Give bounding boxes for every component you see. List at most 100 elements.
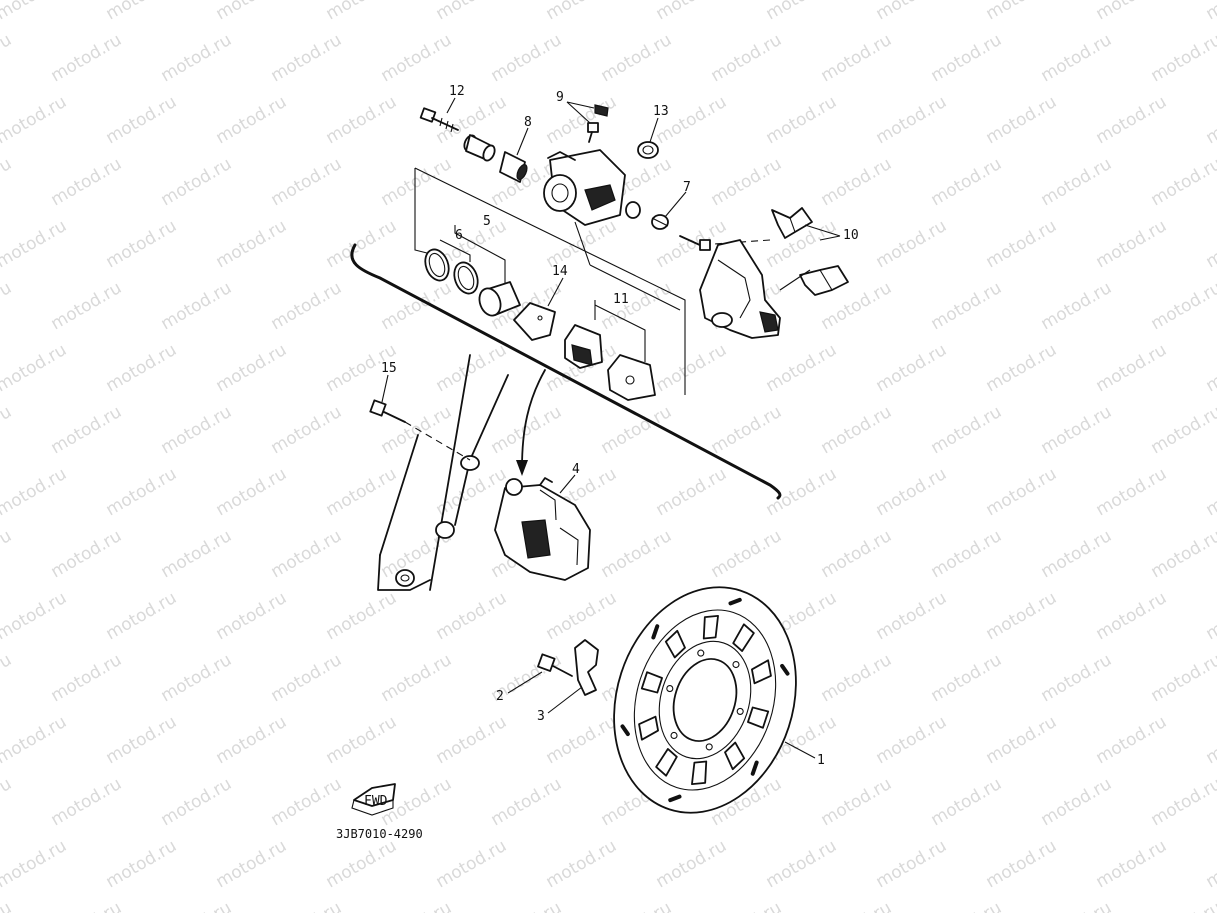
disc-vent-slot — [655, 748, 678, 777]
watermark-text: motod.ru — [1148, 526, 1217, 582]
disc-bolt-hole — [732, 660, 740, 669]
watermark-text: motod.ru — [708, 154, 786, 210]
callout-13: 13 — [653, 104, 669, 119]
watermark-text: motod.ru — [543, 588, 621, 644]
disc-vent-slot — [747, 706, 770, 729]
watermark-text: motod.ru — [1203, 340, 1217, 396]
watermark-text: motod.ru — [433, 712, 511, 768]
watermark-text: motod.ru — [378, 898, 456, 913]
watermark-text: motod.ru — [763, 836, 841, 892]
watermark-text: motod.ru — [103, 464, 181, 520]
watermark-text: motod.ru — [763, 0, 841, 24]
watermark-text: motod.ru — [0, 402, 15, 458]
watermark-text: motod.ru — [433, 588, 511, 644]
callout-4: 4 — [572, 462, 580, 477]
watermark-text: motod.ru — [0, 526, 15, 582]
watermark-text: motod.ru — [708, 898, 786, 913]
watermark-text: motod.ru — [213, 216, 291, 272]
disc-rim-slot — [728, 597, 742, 606]
watermark-text: motod.ru — [0, 340, 70, 396]
watermark-text: motod.ru — [158, 526, 236, 582]
watermark-text: motod.ru — [983, 216, 1061, 272]
watermark-text: motod.ru — [323, 92, 401, 148]
watermark-text: motod.ru — [0, 0, 70, 24]
watermark-text: motod.ru — [818, 278, 896, 334]
clip-10 — [771, 207, 849, 296]
watermark-text: motod.ru — [818, 774, 896, 830]
watermark-text: motod.ru — [1093, 0, 1171, 24]
disc-vent-slot — [640, 671, 663, 694]
disc-rim-slot — [620, 724, 630, 737]
watermark-text: motod.ru — [928, 774, 1006, 830]
callout-8: 8 — [524, 115, 532, 130]
watermark-text: motod.ru — [48, 278, 126, 334]
watermark-text: motod.ru — [323, 464, 401, 520]
watermark-text: motod.ru — [1093, 464, 1171, 520]
disc-rim-slot — [651, 624, 660, 640]
watermark-text: motod.ru — [0, 464, 70, 520]
callout-2: 2 — [496, 689, 504, 704]
caliper-assembly-4 — [494, 477, 591, 581]
watermark-text: motod.ru — [983, 712, 1061, 768]
watermark-text: motod.ru — [488, 898, 566, 913]
watermark-text: motod.ru — [983, 92, 1061, 148]
watermark-text: motod.ru — [983, 588, 1061, 644]
piston-5 — [478, 281, 521, 317]
watermark-text: motod.ru — [103, 340, 181, 396]
bleed-screw-9 — [587, 104, 609, 143]
watermark-text: motod.ru — [103, 836, 181, 892]
seal-6 — [424, 248, 479, 295]
watermark-text: motod.ru — [213, 588, 291, 644]
watermark-text: motod.ru — [708, 526, 786, 582]
watermark-text: motod.ru — [48, 526, 126, 582]
watermark-text: motod.ru — [0, 588, 70, 644]
watermark-text: motod.ru — [708, 402, 786, 458]
watermark-text: motod.ru — [268, 650, 346, 706]
watermark-text: motod.ru — [873, 836, 951, 892]
watermark-text: motod.ru — [323, 216, 401, 272]
disc-vent-slot — [724, 741, 746, 771]
disc-rim-slot — [750, 760, 759, 776]
callout-11: 11 — [613, 292, 629, 307]
watermark-text: motod.ru — [818, 526, 896, 582]
watermark-text: motod.ru — [103, 0, 181, 24]
watermark-text: motod.ru — [1038, 30, 1116, 86]
watermark-text: motod.ru — [1148, 30, 1217, 86]
watermark-text: motod.ru — [598, 30, 676, 86]
watermark-text: motod.ru — [48, 774, 126, 830]
watermark-text: motod.ru — [158, 30, 236, 86]
watermark-text: motod.ru — [433, 0, 511, 24]
callout-1: 1 — [817, 753, 825, 768]
watermark-text: motod.ru — [1203, 712, 1217, 768]
watermark-text: motod.ru — [1148, 774, 1217, 830]
watermark-text: motod.ru — [213, 464, 291, 520]
watermark-text: motod.ru — [818, 154, 896, 210]
watermark-text: motod.ru — [543, 0, 621, 24]
watermark-text: motod.ru — [488, 774, 566, 830]
disc-vent-slot — [664, 629, 686, 659]
watermark-text: motod.ru — [158, 650, 236, 706]
watermark-text: motod.ru — [873, 712, 951, 768]
watermark-text: motod.ru — [158, 278, 236, 334]
watermark-text: motod.ru — [378, 774, 456, 830]
watermark-text: motod.ru — [213, 92, 291, 148]
fork-leg — [377, 354, 509, 591]
watermark-text: motod.ru — [158, 154, 236, 210]
watermark-text: motod.ru — [928, 402, 1006, 458]
watermark-text: motod.ru — [0, 836, 70, 892]
bolt-15 — [369, 399, 471, 461]
disc-vent-slot — [702, 614, 719, 640]
watermark-text: motod.ru — [983, 464, 1061, 520]
watermark-text: motod.ru — [598, 526, 676, 582]
watermark-text: motod.ru — [103, 588, 181, 644]
watermark-text: motod.ru — [1203, 588, 1217, 644]
watermark-text: motod.ru — [1148, 650, 1217, 706]
disc-rim-slot — [668, 794, 682, 803]
watermark-text: motod.ru — [873, 216, 951, 272]
watermark-text: motod.ru — [0, 774, 15, 830]
callout-6: 6 — [455, 228, 463, 243]
watermark-text: motod.ru — [1038, 526, 1116, 582]
watermark-text: motod.ru — [928, 898, 1006, 913]
watermark-text: motod.ru — [928, 30, 1006, 86]
watermark-text: motod.ru — [708, 30, 786, 86]
